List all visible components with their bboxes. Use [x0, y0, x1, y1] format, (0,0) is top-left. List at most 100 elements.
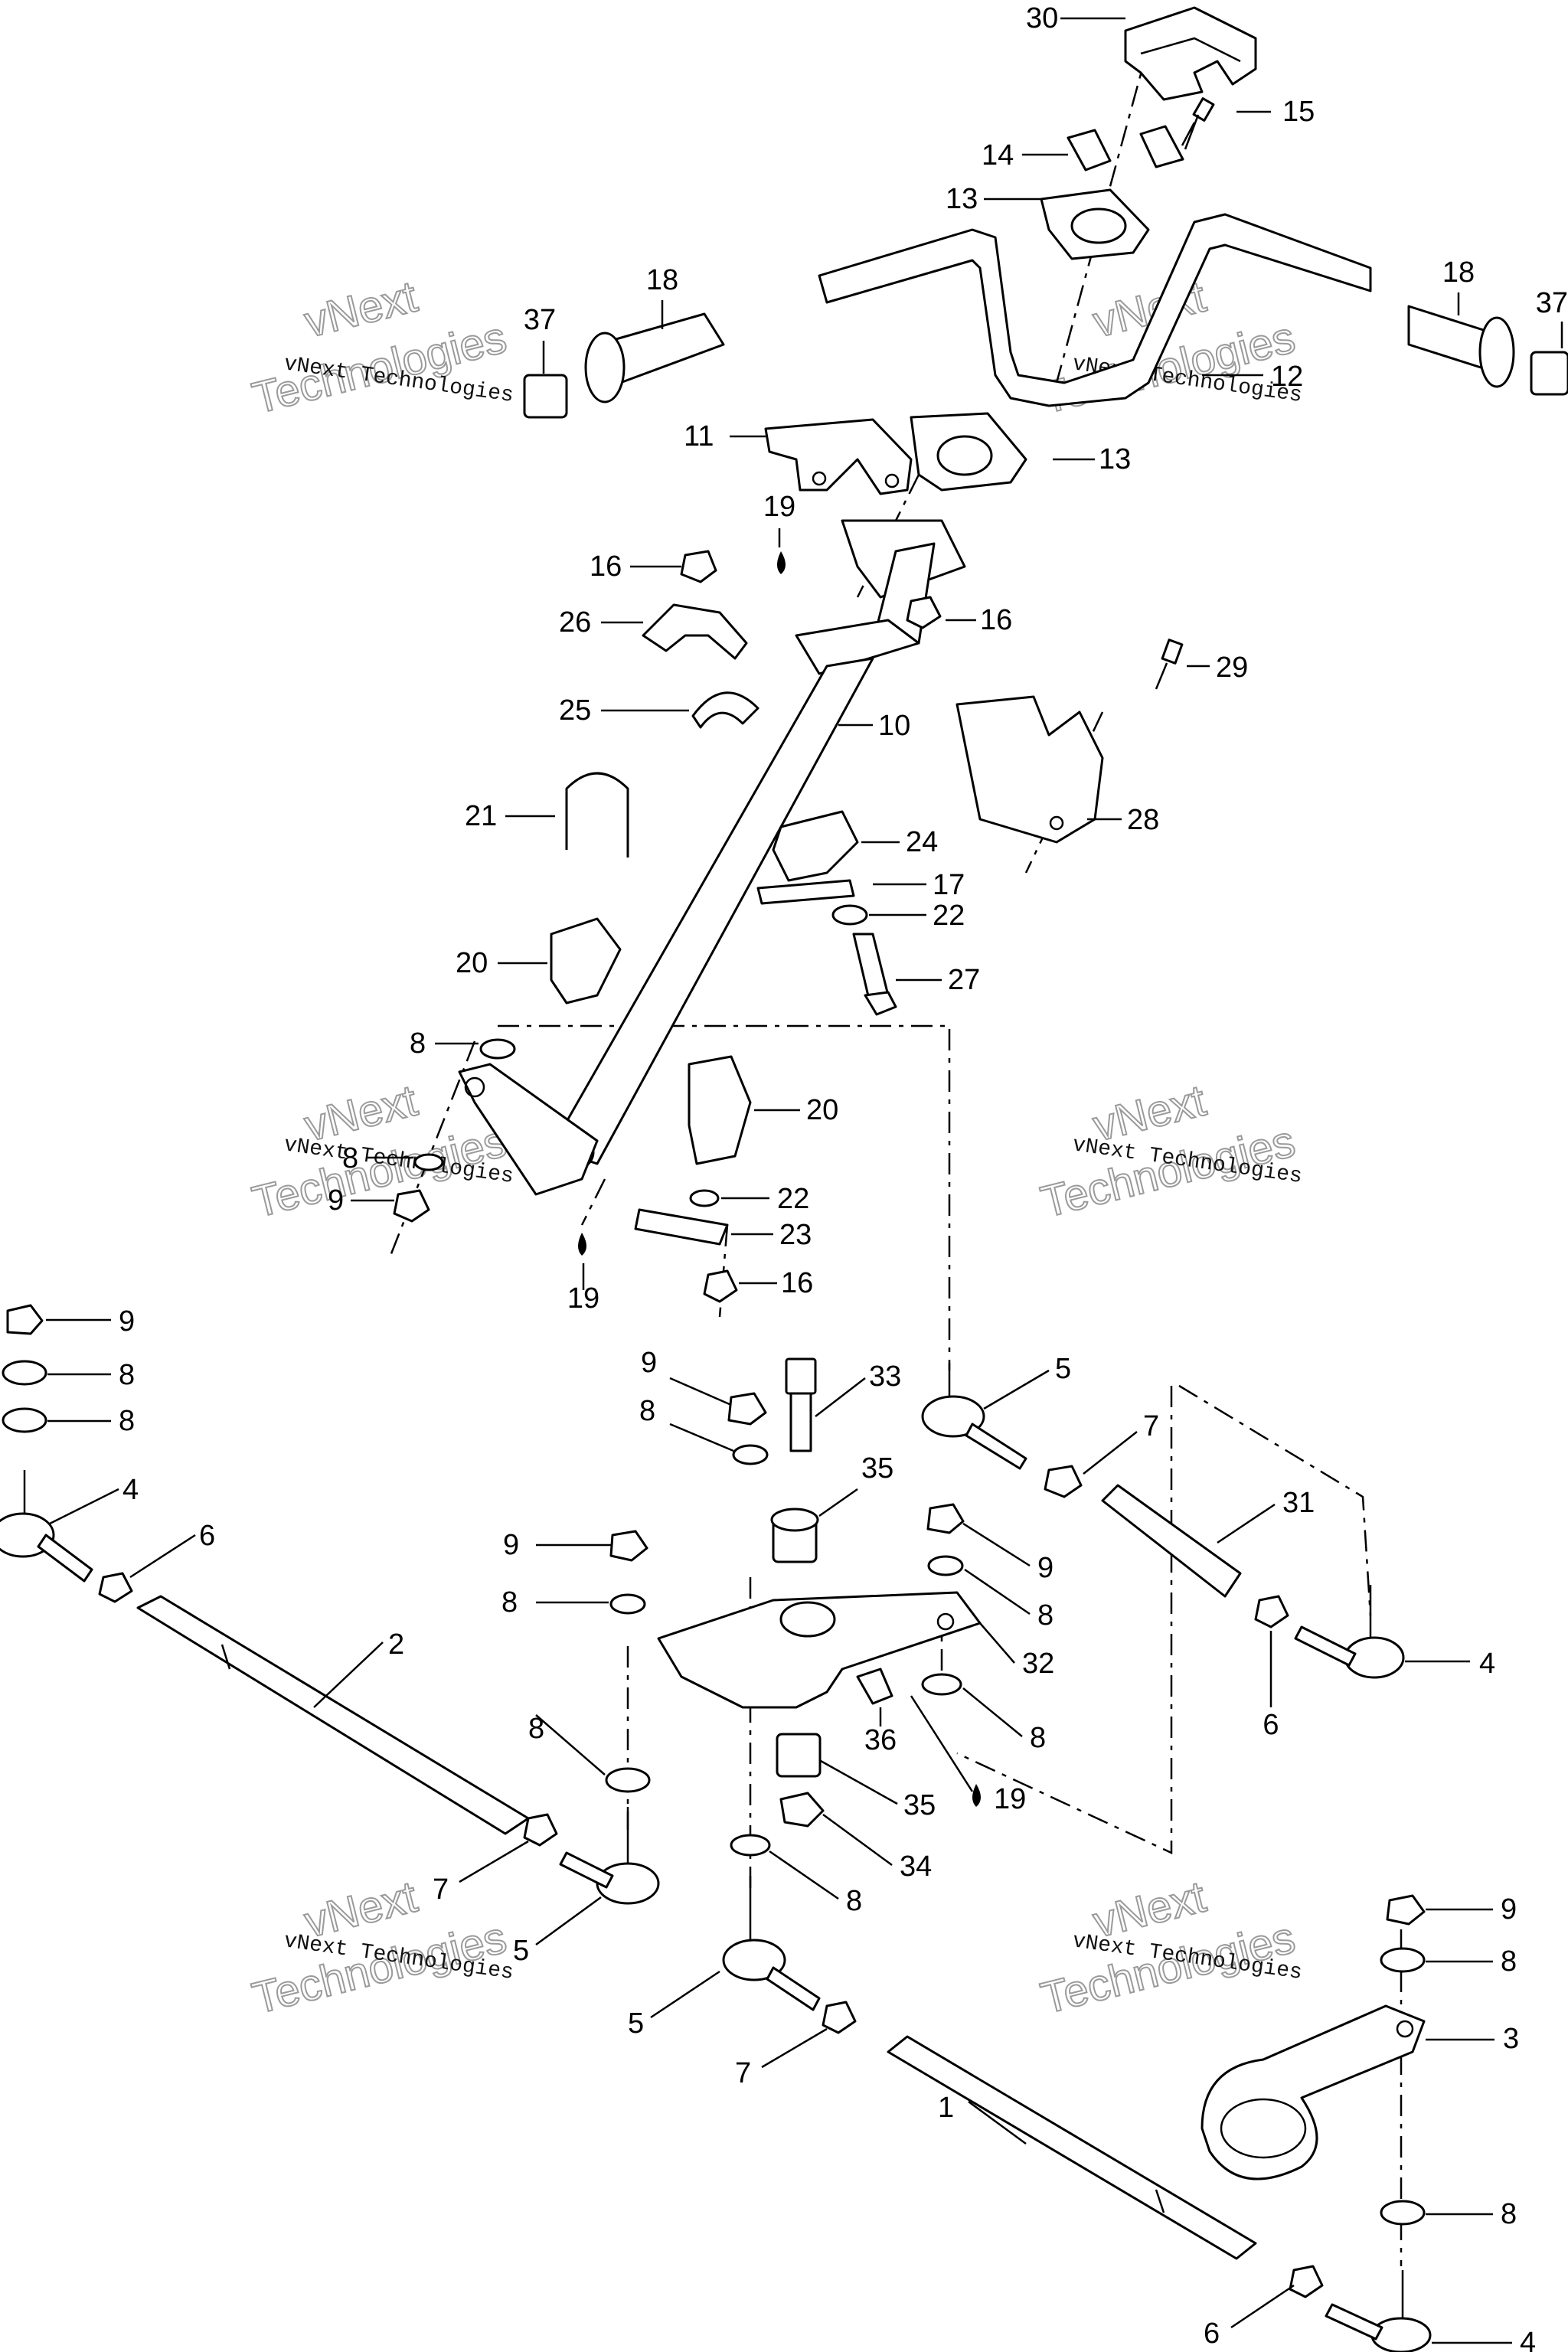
callout-label-11: 11 — [684, 420, 714, 452]
callout-label-9: 9 — [328, 1184, 344, 1217]
callout-label-8: 8 — [528, 1713, 544, 1745]
part-29-screw — [1155, 639, 1184, 690]
callout-label-5: 5 — [513, 1935, 529, 1967]
callout-label-6: 6 — [1263, 1709, 1279, 1741]
part-8-washer-center-e — [605, 1767, 651, 1793]
callout-label-5: 5 — [1055, 1353, 1071, 1385]
parts — [0, 6, 1568, 2352]
callout-label-6: 6 — [1204, 2318, 1220, 2350]
callout-label-34: 34 — [900, 1851, 932, 1883]
callout-label-19: 19 — [763, 491, 795, 523]
callout-label-30: 30 — [1026, 2, 1058, 34]
part-8-washer-center-f — [730, 1834, 771, 1857]
assembly-line-right-side — [956, 1386, 1173, 1854]
part-9-nut-center-b — [609, 1530, 648, 1562]
part-25-bushing — [691, 691, 760, 729]
callout-label-22: 22 — [777, 1183, 809, 1215]
callout-label-9: 9 — [503, 1529, 519, 1561]
part-8-washer-left-b — [2, 1407, 47, 1433]
leader-line — [983, 1369, 1050, 1410]
part-16-nut-c — [703, 1269, 738, 1303]
part-16-nut-b — [906, 596, 942, 629]
callout-label-2: 2 — [388, 1628, 404, 1661]
part-14-clamp-plates — [1067, 125, 1184, 172]
part-8-washer-center-b — [609, 1593, 646, 1615]
part-32-steering-lever — [657, 1591, 982, 1709]
part-16-nut-a — [680, 550, 717, 583]
callout-label-9: 9 — [1037, 1552, 1054, 1584]
callout-label-8: 8 — [342, 1142, 358, 1174]
callout-label-18: 18 — [1442, 256, 1475, 289]
leader-line — [669, 1377, 732, 1406]
part-35-bushing-top — [770, 1508, 819, 1563]
part-15-screw — [1181, 97, 1215, 150]
leader-line — [964, 1568, 1031, 1615]
part-31-tube — [1101, 1484, 1242, 1598]
part-37-plug-right — [1530, 351, 1568, 396]
leader-line — [818, 1488, 858, 1517]
callout-label-35: 35 — [861, 1452, 893, 1485]
callout-label-29: 29 — [1216, 652, 1248, 684]
callout-label-8: 8 — [1037, 1599, 1054, 1632]
callout-label-4: 4 — [1520, 2327, 1536, 2352]
callout-label-27: 27 — [948, 964, 980, 996]
part-4-balljoint-right — [1294, 1585, 1405, 1679]
leader-line — [962, 1687, 1023, 1737]
callout-label-31: 31 — [1282, 1487, 1315, 1519]
callout-label-32: 32 — [1022, 1648, 1054, 1680]
grease-drop-icon-a — [777, 551, 786, 574]
part-18-grip-left — [584, 312, 725, 403]
part-7-nut-low — [822, 2001, 857, 2034]
callout-label-37: 37 — [524, 304, 556, 336]
callout-label-10: 10 — [878, 710, 910, 742]
callout-label-37: 37 — [1536, 287, 1568, 319]
callout-label-5: 5 — [628, 2007, 644, 2040]
leader-line — [535, 1714, 606, 1775]
callout-label-16: 16 — [781, 1267, 813, 1299]
callout-label-14: 14 — [982, 139, 1014, 172]
part-6-nut-bottom — [1289, 2265, 1324, 2298]
part-13-upper-clamp — [1040, 188, 1150, 260]
callout-label-36: 36 — [864, 1724, 897, 1756]
assembly-line-pitman-to-balljoint — [498, 1024, 951, 1370]
callout-label-3: 3 — [1503, 2023, 1519, 2055]
callout-label-18: 18 — [646, 264, 678, 296]
callout-label-33: 33 — [869, 1361, 901, 1393]
part-24-clamp — [772, 810, 859, 882]
callout-label-12: 12 — [1271, 361, 1303, 393]
callout-label-8: 8 — [501, 1586, 518, 1619]
part-33-bolt — [785, 1357, 817, 1452]
watermark-6: vNext Technologies — [1035, 1871, 1300, 2024]
callout-label-26: 26 — [559, 606, 591, 639]
leader-line — [962, 1522, 1031, 1567]
callout-label-9: 9 — [119, 1305, 135, 1338]
watermark-5: vNext Technologies — [247, 1871, 511, 2024]
callout-label-24: 24 — [906, 826, 938, 858]
part-34-nut — [779, 1792, 825, 1828]
part-6-nut-left — [98, 1572, 133, 1603]
callout-label-7: 7 — [735, 2057, 751, 2089]
part-9-nut-left-top — [6, 1304, 44, 1335]
leader-line — [822, 1813, 893, 1867]
part-36-grease-fitting — [856, 1668, 893, 1705]
callout-label-16: 16 — [980, 604, 1012, 636]
leader-line — [979, 1622, 1015, 1664]
callout-label-8: 8 — [1030, 1722, 1046, 1754]
part-17-plate — [756, 879, 855, 905]
callout-label-8: 8 — [119, 1405, 135, 1437]
callout-label-8: 8 — [846, 1885, 862, 1917]
part-pitman-arm — [458, 1063, 599, 1196]
part-30-cover — [1124, 6, 1257, 101]
part-9-nut-pitman — [393, 1189, 430, 1223]
callout-label-4: 4 — [122, 1474, 139, 1506]
callout-label-28: 28 — [1127, 804, 1159, 836]
leader-line — [820, 1759, 898, 1805]
watermark-4: vNext Technologies — [1035, 1075, 1300, 1228]
part-13-lower-plate — [910, 412, 1027, 492]
grease-drop-icon-b — [578, 1233, 586, 1256]
part-8-washer-right-low-a — [1380, 1947, 1426, 1973]
leader-line — [761, 2027, 828, 2069]
part-3-steering-arm — [1200, 2004, 1426, 2180]
